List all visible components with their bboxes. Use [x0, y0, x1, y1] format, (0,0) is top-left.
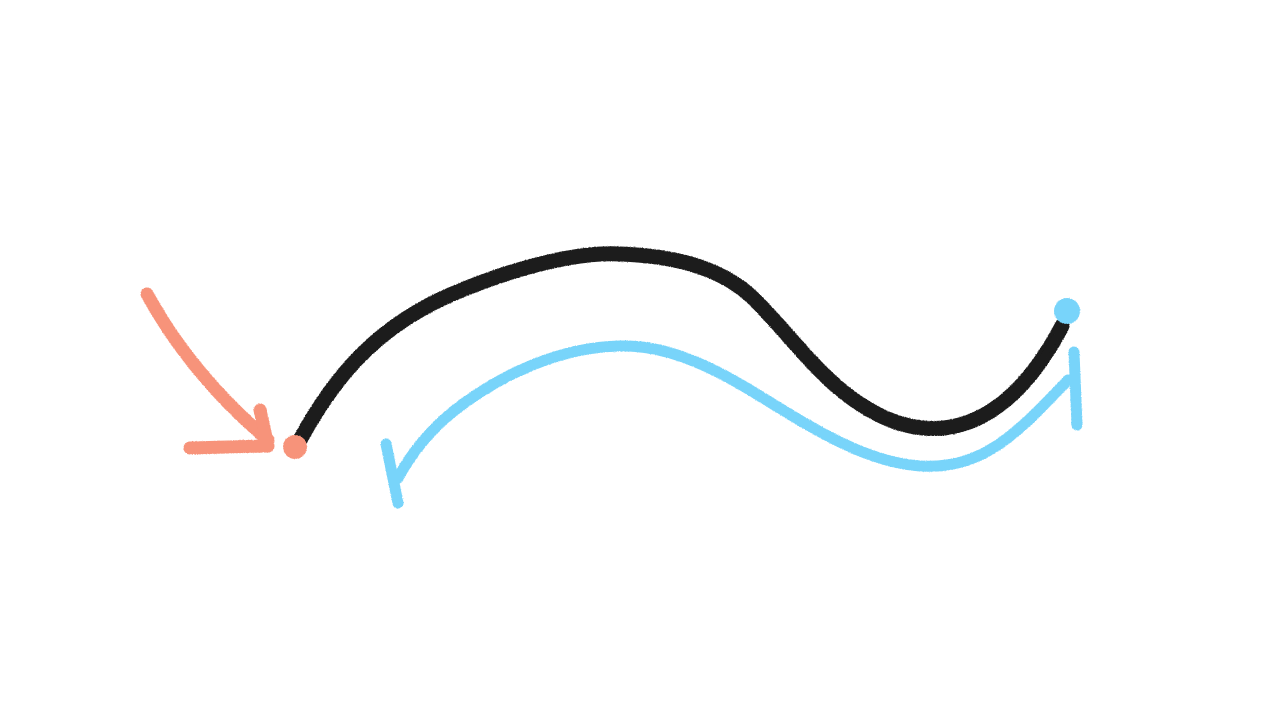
- start-point-dot: [283, 435, 307, 459]
- main-stroke-tail: [1027, 323, 1065, 378]
- start-arrow-icon: [140, 287, 275, 455]
- return-arrow-icon: [380, 340, 1083, 509]
- end-point-dot: [1054, 298, 1080, 324]
- main-stroke: [292, 246, 1070, 448]
